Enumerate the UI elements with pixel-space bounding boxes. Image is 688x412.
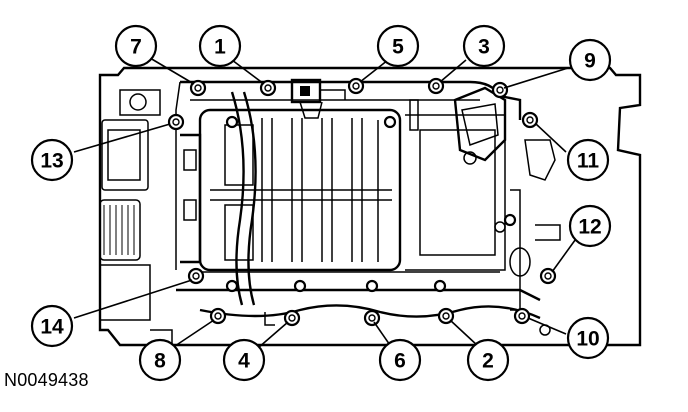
- svg-text:1: 1: [214, 36, 226, 59]
- callout-8: 8: [138, 338, 182, 382]
- svg-text:5: 5: [392, 36, 404, 59]
- bolt-13: [167, 113, 185, 131]
- callout-11: 11: [566, 138, 610, 182]
- callout-9: 9: [568, 38, 612, 82]
- callout-3: 3: [462, 24, 506, 68]
- bolt-3: [427, 77, 445, 95]
- svg-text:4: 4: [238, 350, 250, 373]
- callout-1: 1: [198, 24, 242, 68]
- svg-text:8: 8: [154, 350, 166, 373]
- svg-text:3: 3: [478, 36, 490, 59]
- callouts: 7 1 5 3 9 13 11 12 14 10 8 4 6 2: [30, 24, 612, 382]
- callout-10: 10: [566, 316, 610, 360]
- bolt-14: [187, 267, 205, 285]
- svg-text:6: 6: [394, 350, 406, 373]
- callout-7: 7: [114, 24, 158, 68]
- svg-text:9: 9: [584, 50, 596, 73]
- bolt-5: [347, 77, 365, 95]
- bolt-9: [491, 81, 509, 99]
- svg-text:12: 12: [578, 216, 601, 239]
- bolt-10: [513, 307, 531, 325]
- bolt-4: [283, 309, 301, 327]
- bolts: [167, 77, 557, 327]
- callout-12: 12: [568, 204, 612, 248]
- leader-lines: [73, 57, 579, 349]
- callout-13: 13: [30, 138, 74, 182]
- bolt-11: [521, 111, 539, 129]
- bolt-2: [437, 307, 455, 325]
- svg-text:7: 7: [130, 36, 142, 59]
- svg-text:2: 2: [482, 350, 494, 373]
- bolt-7: [189, 79, 207, 97]
- svg-text:13: 13: [40, 150, 63, 173]
- manifold-drawing: [98, 66, 642, 347]
- bolt-1: [259, 79, 277, 97]
- callout-2: 2: [466, 338, 510, 382]
- bolt-12: [539, 267, 557, 285]
- figure-id: N0049438: [4, 370, 89, 390]
- callout-5: 5: [376, 24, 420, 68]
- callout-6: 6: [378, 338, 422, 382]
- svg-text:14: 14: [40, 316, 64, 339]
- callout-14: 14: [30, 304, 74, 348]
- bolt-6: [363, 309, 381, 327]
- svg-text:10: 10: [576, 328, 599, 351]
- callout-4: 4: [222, 338, 266, 382]
- bolt-8: [209, 307, 227, 325]
- svg-text:11: 11: [577, 150, 600, 173]
